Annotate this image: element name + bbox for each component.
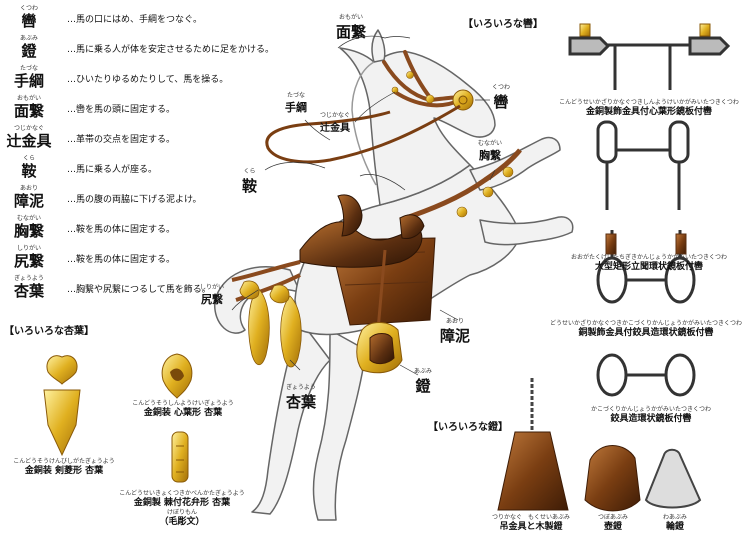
glossary-row: しりがい尻繋 …鞍を馬の体に固定する。	[6, 245, 326, 272]
glossary-desc: …革帯の交点を固定する。	[67, 135, 176, 145]
glossary-row: たづな手綱 …ひいたりゆるめたりして、馬を操る。	[6, 65, 326, 92]
glossary-row: おもがい面繋 …轡を馬の頭に固定する。	[6, 95, 326, 122]
gyoyo-caption-1: こんどうそうけんびしがたぎょうよう金銅装 剣菱形 杏葉	[13, 458, 115, 476]
mokusei-abumi-image	[497, 431, 569, 511]
glossary-furi: くつわ	[19, 5, 38, 12]
abumi-caption-2: つぼあぶみ壺鐙	[597, 514, 628, 532]
glossary-term: 轡	[21, 12, 37, 30]
kura-label: くら鞍	[242, 168, 258, 195]
kutsuwa-3-image	[596, 230, 696, 304]
glossary-furi: あぶみ	[19, 35, 38, 42]
kutsuwa-caption-2: おおがたくけいたちぎきかんじょうかがみいたつきくつわ大型矩形立聞環状鏡板付轡	[570, 254, 727, 272]
glossary-furi: あおり	[19, 185, 38, 192]
kutsuwa-4-image	[596, 353, 696, 397]
mane	[351, 61, 377, 186]
shinyo-gyoyo-image	[161, 353, 193, 399]
glossary-row: ぎょうよう杏葉 …胸繋や尻繋につるして馬を飾る。	[6, 275, 326, 302]
glossary-row: むながい胸繋 …鞍を馬の体に固定する。	[6, 215, 326, 242]
omogai-label: おもがい面繋	[336, 14, 367, 41]
glossary-desc: …ひいたりゆるめたりして、馬を操る。	[67, 75, 229, 85]
glossary-desc: …胸繋や尻繋につるして馬を飾る。	[67, 285, 211, 295]
glossary-row: つじかなぐ辻金具 …革帯の交点を固定する。	[6, 125, 326, 152]
kutsuwa-on-horse	[452, 89, 474, 111]
kenbishi-gyoyo-image	[43, 355, 81, 457]
munagai-strap	[399, 148, 522, 223]
glossary-row: あおり障泥 …馬の腹の両脇に下げる泥よけ。	[6, 185, 326, 212]
kyoku-gyoyo-image	[171, 431, 189, 483]
abumi-examples	[497, 378, 702, 512]
glossary-term: 胸繋	[13, 222, 44, 240]
gyoyo-label: ぎょうよう杏葉	[286, 384, 317, 411]
glossary-row: くつわ轡 …馬の口にはめ、手綱をつなぐ。	[6, 5, 326, 32]
abumi-label: あぶみ鐙	[414, 368, 433, 395]
glossary-term: 辻金具	[6, 132, 52, 150]
abumi-caption-1: つりかなぐ もくせいあぶみ吊金具と木製鐙	[491, 514, 570, 532]
glossary-desc: …馬の腹の両脇に下げる泥よけ。	[67, 195, 202, 205]
kutsuwa-caption-1: こんどうせいかざりかなぐつきしんようけいかがみいたつきくつわ金銅製飾金具付心葉形…	[559, 99, 739, 117]
gyoyo-section-heading: 【いろいろな杏葉】	[4, 326, 94, 337]
tazuna-reins	[265, 104, 461, 164]
glossary-furi: つじかなぐ	[13, 125, 44, 132]
shirigai-strap	[231, 260, 301, 302]
aori-label: あおり障泥	[440, 318, 471, 345]
glossary-desc: …馬の口にはめ、手綱をつなぐ。	[67, 15, 203, 25]
abumi-on-horse	[356, 322, 403, 374]
kutsuwa-caption-4: かこづくりかんじょうかがみいたつきくつわ鉸具造環状鏡板付轡	[590, 406, 711, 424]
tazuna-label: たづな手綱	[285, 92, 307, 114]
kutsuwa-1-image	[568, 23, 731, 90]
glossary-term: 手綱	[13, 72, 44, 90]
glossary-desc: …轡を馬の頭に固定する。	[67, 105, 176, 115]
glossary-furi: たづな	[19, 65, 38, 72]
glossary-term: 鞍	[21, 162, 37, 180]
glossary-desc: …馬に乗る人が体を安定させるために足をかける。	[67, 45, 275, 55]
gyoyo-caption-2: こんどうそうしんようけいぎょうよう金銅装 心葉形 杏葉	[132, 400, 234, 418]
kutsuwa-examples	[568, 23, 731, 397]
tsubo-abumi-image	[584, 445, 641, 512]
kutsuwa-caption-3: どうせいかざりかなぐつきかこづくりかんじょうかがみいたつきくつわ銅製飾金具付鉸具…	[550, 320, 743, 338]
tsujikanagu-label: つじかなぐ辻金具	[320, 112, 351, 134]
glossary-furi: おもがい	[16, 95, 41, 102]
wa-abumi-image	[644, 448, 702, 509]
kutsuwa-section-heading: 【いろいろな轡】	[463, 19, 543, 30]
munagai-bells	[456, 166, 514, 218]
glossary-furi: しりがい	[16, 245, 41, 252]
abumi-section-heading: 【いろいろな鐙】	[428, 422, 508, 433]
glossary-furi: むながい	[16, 215, 41, 222]
glossary-row: くら鞍 …馬に乗る人が座る。	[6, 155, 326, 182]
munagai-label: むながい胸繋	[478, 140, 503, 162]
kutsuwa-label: くつわ轡	[492, 84, 511, 111]
glossary-term: 障泥	[13, 192, 44, 210]
glossary-furi: ぎょうよう	[14, 275, 44, 282]
kutsuwa-2-image	[596, 120, 690, 210]
gyoyo-pendants	[239, 280, 302, 368]
glossary-desc: …鞍を馬の体に固定する。	[67, 255, 176, 265]
callout-lines	[231, 35, 496, 376]
gyoyo-caption-3: こんどうせいきょくつきかべんかたぎょうよう金銅製 棘付花弁形 杏葉けぼりもん（毛…	[119, 490, 245, 527]
glossary-term: 杏葉	[13, 282, 44, 300]
glossary-desc: …鞍を馬の体に固定する。	[67, 225, 176, 235]
abumi-caption-3: わあぶみ輪鐙	[662, 514, 687, 532]
shirigai-label: しりがい尻繋	[200, 284, 225, 306]
glossary-term: 面繋	[13, 102, 44, 120]
tsujikanagu-fittings	[391, 71, 435, 104]
glossary-furi: くら	[22, 155, 35, 162]
glossary-term: 尻繋	[13, 252, 44, 270]
glossary-desc: …馬に乗る人が座る。	[67, 165, 158, 175]
glossary-row: あぶみ鐙 …馬に乗る人が体を安定させるために足をかける。	[6, 35, 326, 62]
glossary-term: 鐙	[21, 42, 37, 60]
